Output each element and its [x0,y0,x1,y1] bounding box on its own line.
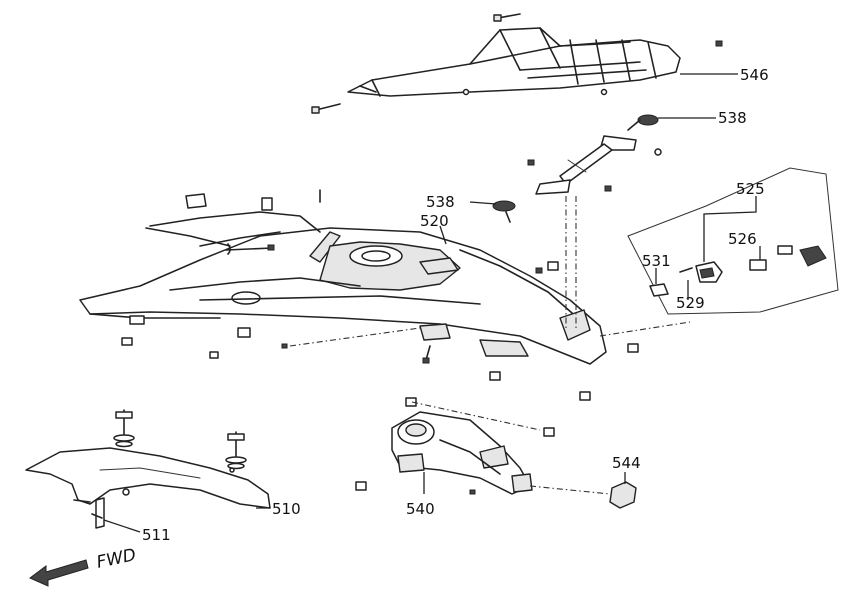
bracket-511 [73,497,105,529]
rear-mudguard [25,447,271,509]
callout-leaders [103,73,761,533]
forward-label: FWD [95,545,138,573]
callout-544: 544 [612,454,641,472]
nut-544 [609,481,637,509]
rear-carrier-rack [347,27,681,97]
mudguard-bolt-left [113,409,135,448]
callout-531: 531 [642,252,671,270]
callout-529: 529 [676,294,705,312]
callout-520: 520 [420,212,449,230]
callout-511: 511 [142,526,171,544]
carrier-bolt-left [311,103,341,114]
callout-546: 546 [740,66,769,84]
assembly-center-line [289,196,691,347]
callout-538-upper: 538 [718,109,747,127]
callout-526: 526 [728,230,757,248]
inset-detail-panel [627,167,839,315]
callout-538-lower: 538 [426,193,455,211]
callout-540: 540 [406,500,435,518]
small-fastener [715,40,723,47]
rear-body-cover [79,189,639,401]
callout-510: 510 [272,500,301,518]
taillight-socket [695,261,723,283]
carrier-bolt-top [493,13,521,22]
rubber-bumper-upper [627,114,659,131]
part-531 [649,267,693,297]
storage-box [355,397,611,495]
rubber-bumper-lower [492,200,516,223]
callout-525: 525 [736,180,765,198]
mudguard-bolt-right [225,431,247,470]
forward-arrow-icon [29,559,89,587]
clip-526 [749,245,827,271]
rear-mounting-bracket [527,135,662,195]
